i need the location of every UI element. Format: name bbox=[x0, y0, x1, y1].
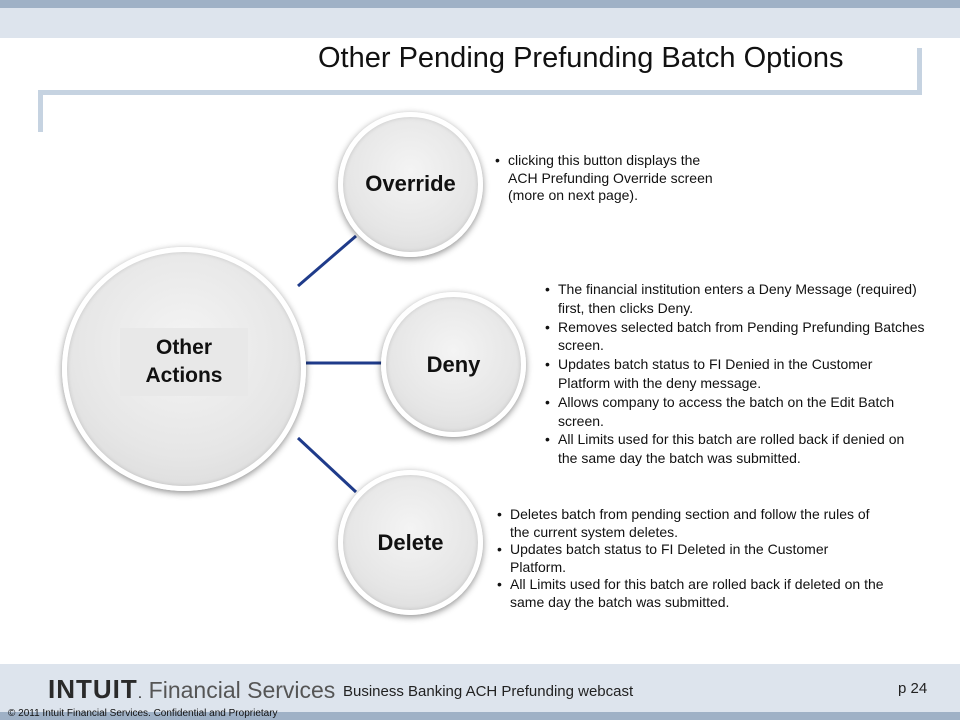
center-label-line2: Actions bbox=[145, 364, 223, 387]
bullet-item: Allows company to access the batch on th… bbox=[545, 393, 925, 431]
header-band bbox=[0, 8, 960, 38]
bullet-item: All Limits used for this batch are rolle… bbox=[545, 430, 925, 468]
logo-subtitle: Financial Services bbox=[148, 677, 336, 703]
title-bracket bbox=[38, 90, 922, 95]
override-bullets: clicking this button displays the ACH Pr… bbox=[495, 152, 720, 205]
company-logo: INTUIT. Financial Services bbox=[48, 674, 336, 704]
title-bracket-left bbox=[38, 90, 43, 132]
connector-delete bbox=[296, 436, 358, 494]
page-number: p 24 bbox=[898, 680, 928, 697]
page-title: Other Pending Prefunding Batch Options bbox=[318, 42, 844, 74]
bullet-item: Updates batch status to FI Deleted in th… bbox=[497, 541, 887, 576]
bullet-item: Deletes batch from pending section and f… bbox=[497, 506, 887, 541]
bullet-item: The financial institution enters a Deny … bbox=[545, 280, 925, 318]
header-strip bbox=[0, 0, 960, 8]
title-bracket-right bbox=[917, 48, 922, 95]
override-circle bbox=[338, 112, 483, 257]
logo-brand: INTUIT bbox=[48, 674, 138, 704]
deny-label: Deny bbox=[426, 352, 481, 377]
copyright-notice: © 2011 Intuit Financial Services. Confid… bbox=[8, 708, 278, 719]
override-label: Override bbox=[365, 171, 456, 196]
delete-label: Delete bbox=[377, 530, 444, 555]
delete-circle bbox=[338, 470, 483, 615]
center-label-box: Other Actions bbox=[120, 328, 248, 396]
connector-override bbox=[297, 234, 357, 288]
delete-bullets: Deletes batch from pending section and f… bbox=[497, 506, 887, 611]
bullet-item: All Limits used for this batch are rolle… bbox=[497, 576, 887, 611]
footer-band bbox=[0, 664, 960, 712]
bullet-item: clicking this button displays the ACH Pr… bbox=[495, 152, 720, 205]
bullet-item: Removes selected batch from Pending Pref… bbox=[545, 318, 925, 356]
center-label-line1: Other bbox=[155, 336, 212, 359]
deny-circle bbox=[381, 292, 526, 437]
deny-bullets: The financial institution enters a Deny … bbox=[545, 280, 925, 468]
footer-strip bbox=[0, 712, 960, 720]
bullet-item: Updates batch status to FI Denied in the… bbox=[545, 355, 925, 393]
webcast-title: Business Banking ACH Prefunding webcast bbox=[343, 683, 634, 700]
